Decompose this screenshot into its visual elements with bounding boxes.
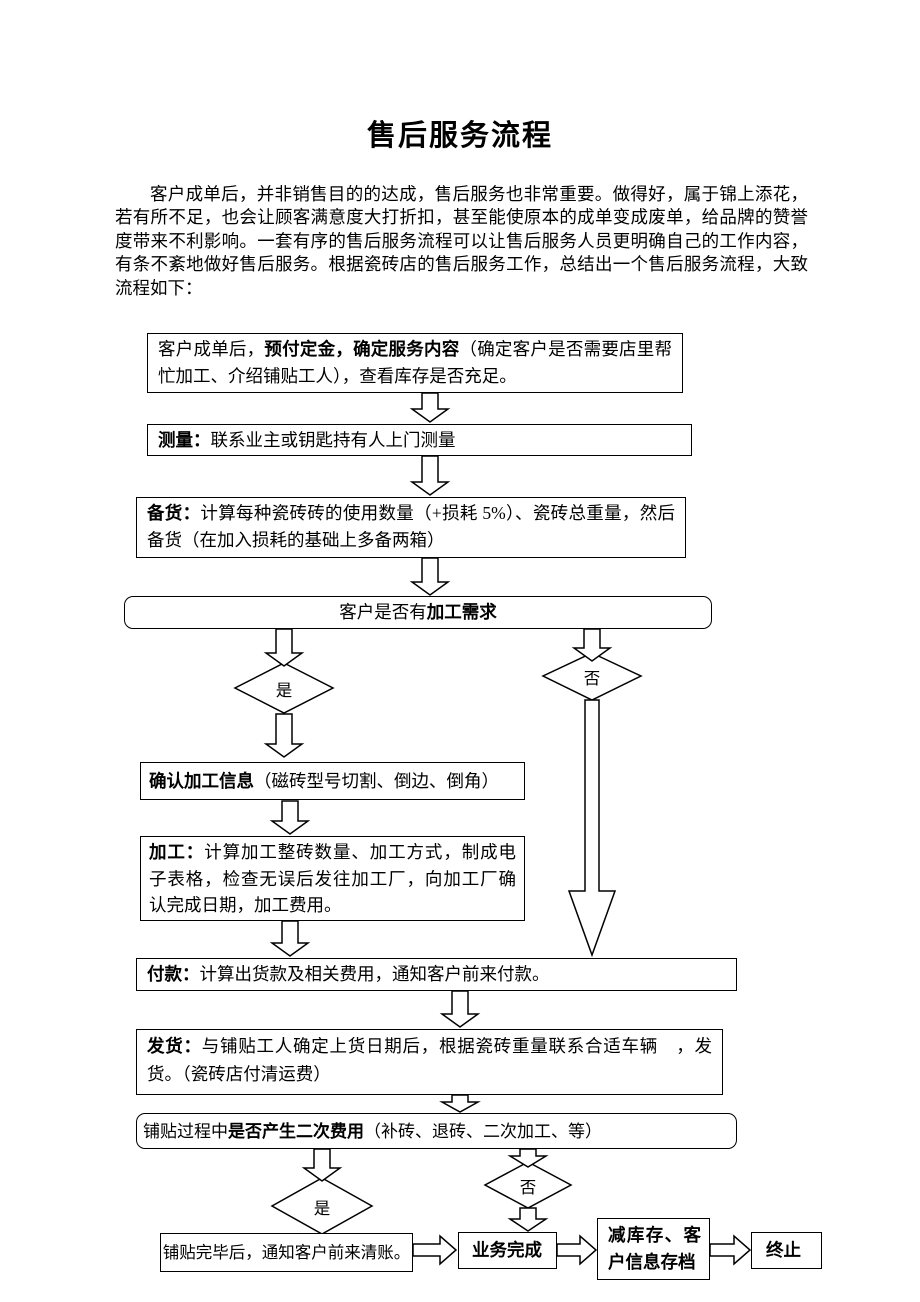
flow-node-confirm: 确认加工信息（磁砖型号切割、倒边、倒角） <box>140 762 525 800</box>
flow-node-decision2: 铺贴过程中是否产生二次费用（补砖、退砖、二次加工、等） <box>136 1113 737 1149</box>
flow-node-archive: 减库存、客户信息存档 <box>597 1218 710 1280</box>
flow-node-measure: 测量：联系业主或钥匙持有人上门测量 <box>147 424 692 456</box>
arrow-process-to-payment <box>269 920 311 957</box>
arrow-decision1-to-no1 <box>571 628 613 662</box>
intro-paragraph: 客户成单后，并非销售目的的达成，售后服务也非常重要。做得好，属于锦上添花，若有所… <box>115 184 808 298</box>
flow-node-complete-text: 业务完成 <box>472 1240 542 1260</box>
flow-node-payment: 付款：计算出货款及相关费用，通知客户前来付款。 <box>136 958 737 991</box>
arrow-complete-to-archive <box>556 1234 598 1266</box>
arrow-payment-to-shipping <box>439 990 481 1028</box>
decision2-no-label: 否 <box>519 1178 537 1197</box>
flow-node-archive-text: 减库存、客户信息存档 <box>608 1225 701 1272</box>
decision2-yes-label: 是 <box>313 1199 331 1218</box>
arrow-decision2-to-no2 <box>507 1148 549 1168</box>
flow-node-settle-text: 铺贴完毕后，通知客户前来清账。 <box>162 1243 411 1262</box>
flow-node-decision1: 客户是否有加工需求 <box>124 596 712 629</box>
flow-node-settle: 铺贴完毕后，通知客户前来清账。 <box>160 1233 413 1272</box>
decision1-yes-label: 是 <box>275 681 293 700</box>
arrow-decision2-to-yes2 <box>301 1148 343 1182</box>
flow-node-shipping: 发货：与铺贴工人确定上货日期后，根据瓷砖重量联系合适车辆 ，发货。（瓷砖店付清运… <box>136 1029 723 1095</box>
arrow-settle-to-complete <box>412 1234 458 1266</box>
decision1-no-label: 否 <box>583 669 601 688</box>
flow-node-complete: 业务完成 <box>458 1232 557 1269</box>
arrow-measure-to-stock <box>409 455 451 496</box>
arrow-confirm-to-process <box>269 800 311 835</box>
arrow-no2-to-complete <box>507 1207 549 1232</box>
flow-node-confirm-text: 确认加工信息（磁砖型号切割、倒边、倒角） <box>149 770 499 791</box>
arrow-order-to-measure <box>409 392 451 423</box>
flow-node-end: 终止 <box>751 1232 822 1269</box>
flow-node-order: 客户成单后，预付定金，确定服务内容（确定客户是否需要店里帮忙加工、介绍铺贴工人）… <box>147 333 683 393</box>
arrow-decision1-to-yes1 <box>263 628 305 667</box>
arrow-no1-to-payment <box>567 699 617 958</box>
flow-node-process: 加工：计算加工整砖数量、加工方式，制成电子表格，检查无误后发往加工厂，向加工厂确… <box>140 836 525 921</box>
flow-node-decision1-text: 客户是否有加工需求 <box>339 602 497 622</box>
flow-node-payment-text: 付款：计算出货款及相关费用，通知客户前来付款。 <box>147 964 550 984</box>
diamond-yes1 <box>233 662 335 714</box>
document-title: 售后服务流程 <box>366 120 553 152</box>
flow-node-end-text: 终止 <box>766 1240 801 1260</box>
arrow-shipping-to-decision2 <box>439 1094 481 1113</box>
flow-node-stock: 备货：计算每种瓷砖砖的使用数量（+损耗 5%）、瓷砖总重量，然后备货（在加入损耗… <box>136 497 686 558</box>
flow-node-measure-text: 测量：联系业主或钥匙持有人上门测量 <box>158 429 456 450</box>
arrow-yes1-to-confirm <box>263 713 305 758</box>
flow-node-decision2-text: 铺贴过程中是否产生二次费用（补砖、退砖、二次加工、等） <box>143 1121 602 1141</box>
arrow-archive-to-end <box>709 1234 752 1266</box>
arrow-stock-to-decision1 <box>409 557 451 596</box>
